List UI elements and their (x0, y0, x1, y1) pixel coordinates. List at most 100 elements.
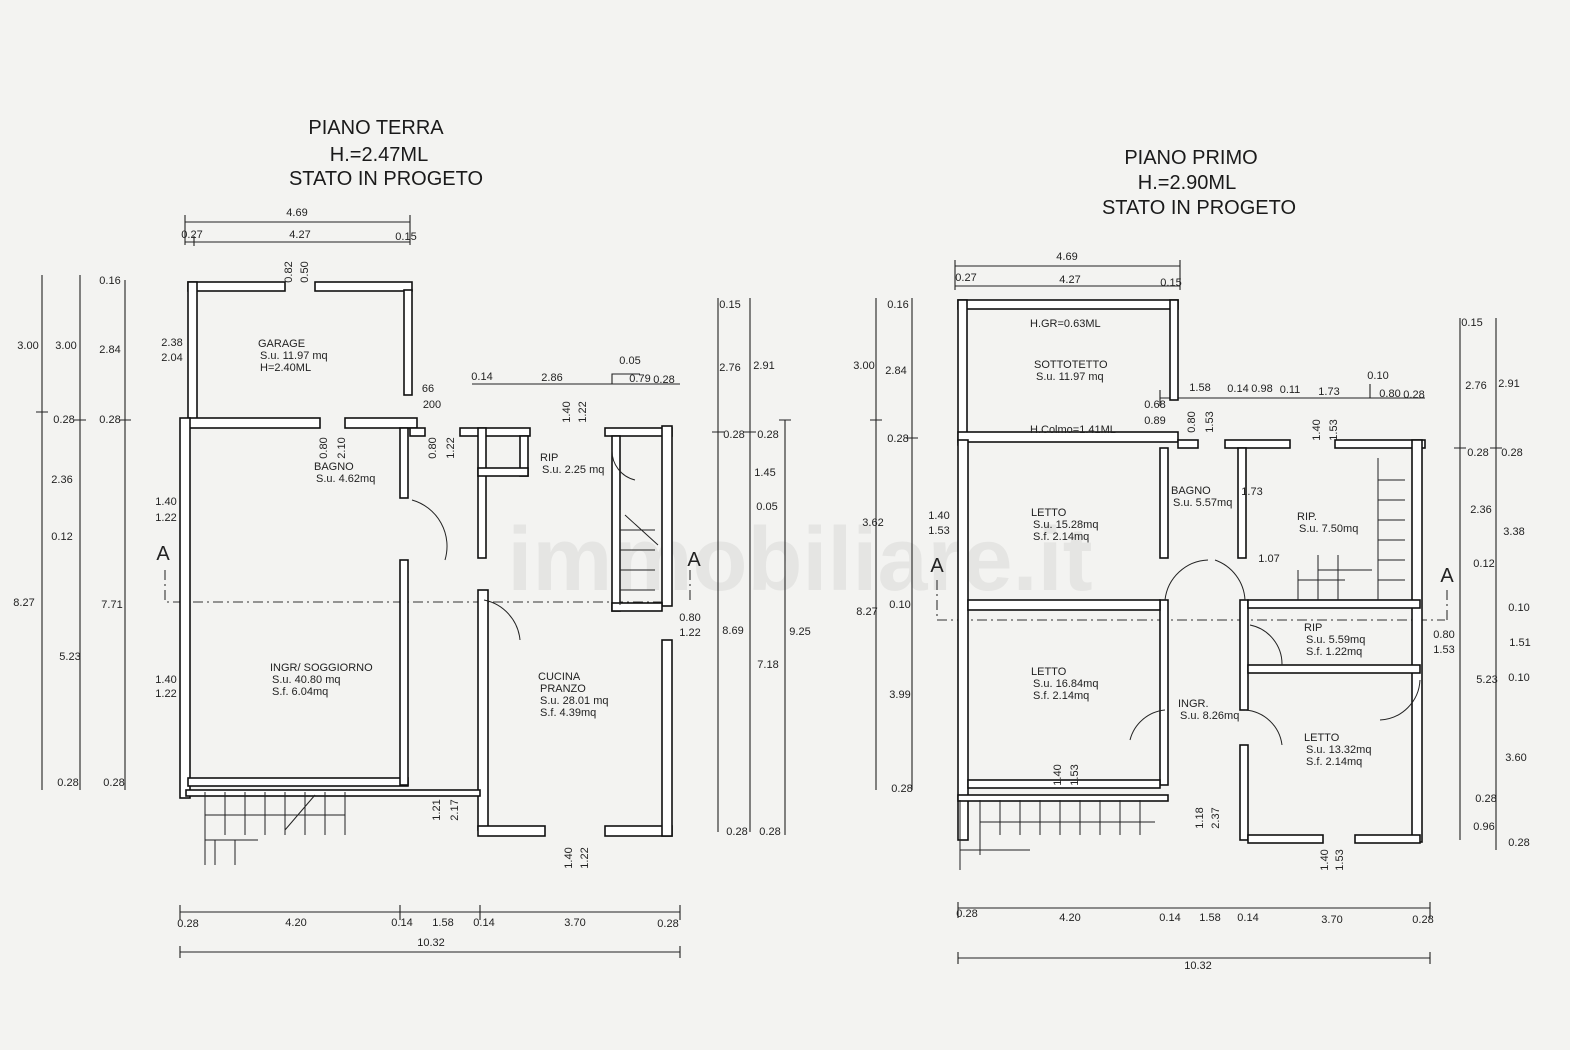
first-floor-dimension-label: 1.53 (928, 525, 949, 537)
room-detail: S.f. 2.14mq (1306, 756, 1362, 768)
wall (1239, 599, 1249, 711)
ground-floor-dimension-label: 4.69 (286, 207, 307, 219)
ground-floor-dimension-label: 0.80 (679, 612, 700, 624)
first-floor-room-rip: RIP.S.u. 7.50mq (1297, 511, 1358, 535)
room-name: GARAGE (258, 338, 305, 350)
first-floor-dimension-label: 5.23 (1476, 674, 1497, 686)
wall (344, 417, 418, 429)
room-detail: S.u. 11.97 mq (260, 350, 328, 362)
wall (459, 427, 531, 437)
ground-floor-dimension-label: 1.40 (155, 674, 176, 686)
wall (957, 299, 1179, 310)
first-floor-dimension-label: 1.40 (1052, 764, 1064, 785)
first-floor-dimension-label: 0.14 (1227, 383, 1248, 395)
first-floor-status: STATO IN PROGETO (1102, 197, 1296, 219)
wall (957, 431, 1179, 443)
first-floor-dimension-label: 0.15 (1160, 277, 1181, 289)
wall (399, 427, 409, 499)
ground-floor-dimension-label: 0.28 (723, 429, 744, 441)
ground-floor-dimension-label: 4.20 (285, 917, 306, 929)
first-floor-dimension-label: 3.60 (1505, 752, 1526, 764)
wall (399, 559, 409, 786)
wall (477, 427, 487, 559)
first-floor-dimension-label: 1.07 (1258, 553, 1279, 565)
room-detail: S.f. 2.14mq (1033, 690, 1089, 702)
first-floor-dimension-label: 1.58 (1189, 382, 1210, 394)
wall (661, 639, 673, 837)
wall (477, 825, 546, 837)
ground-floor-dimension-label: 0.79 (629, 373, 650, 385)
wall (1177, 439, 1199, 449)
first-floor-dimension-label: 10.32 (1184, 960, 1212, 972)
ground-floor-dimension-label: 0.28 (53, 414, 74, 426)
room-name: INGR/ SOGGIORNO (270, 662, 373, 674)
sottotetto-min-height: H.GR=0.63ML (1030, 318, 1101, 330)
wall (967, 599, 1161, 611)
first-floor-dimension-label: 3.62 (862, 517, 883, 529)
room-detail: S.u. 4.62mq (316, 473, 375, 485)
first-floor-dimension-label: 1.53 (1334, 849, 1346, 870)
ground-floor-dimension-label: 1.40 (561, 401, 573, 422)
first-floor-dimension-label: 0.28 (1475, 793, 1496, 805)
first-floor-dimension-label: 0.14 (1159, 912, 1180, 924)
first-floor-dimension-label: 2.84 (885, 365, 906, 377)
first-floor-dimension-label: 4.27 (1059, 274, 1080, 286)
wall (1159, 447, 1169, 559)
first-floor-dimension-label: 0.10 (889, 599, 910, 611)
wall (179, 417, 191, 799)
section-marker-a: A (687, 549, 701, 571)
wall (1247, 599, 1421, 609)
wall (957, 299, 968, 446)
ground-floor-dimension-label: 0.16 (99, 275, 120, 287)
ground-floor-dimension-label: 1.22 (445, 437, 457, 458)
room-name: RIP. (1297, 511, 1317, 523)
ground-floor-dimension-label: 0.14 (391, 917, 412, 929)
wall (1247, 664, 1421, 674)
ground-floor-dimension-label: 2.36 (51, 474, 72, 486)
first-floor-dimension-label: 1.73 (1241, 486, 1262, 498)
wall (403, 289, 413, 396)
wall (957, 794, 1169, 802)
wall (477, 467, 529, 477)
first-floor-dimension-label: 0.15 (1461, 317, 1482, 329)
ground-floor-dimension-label: 1.45 (754, 467, 775, 479)
room-name: BAGNO (314, 461, 354, 473)
first-floor-room-ingr: INGR.S.u. 8.26mq (1178, 698, 1239, 722)
first-floor-dimension-label: 0.80 (1379, 388, 1400, 400)
ground-floor-dimension-label: 3.70 (564, 917, 585, 929)
first-floor-dimension-label: 0.28 (956, 908, 977, 920)
ground-floor-status: STATO IN PROGETO (289, 168, 483, 190)
ground-floor-dimension-label: 0.28 (759, 826, 780, 838)
sottotetto-ridge-height: H.Colmo=1.41ML (1030, 424, 1116, 436)
ground-floor-dimension-label: 8.27 (13, 597, 34, 609)
wall (1239, 744, 1249, 841)
first-floor-dimension-label: 3.38 (1503, 526, 1524, 538)
ground-floor-dimension-label: 2.17 (449, 799, 461, 820)
first-floor-dimension-label: 0.16 (887, 299, 908, 311)
wall (611, 602, 663, 612)
stairs (204, 458, 1405, 870)
room-name: RIP (540, 452, 558, 464)
first-floor-dimension-label: 3.00 (853, 360, 874, 372)
ground-floor-dimension-label: 0.28 (177, 918, 198, 930)
wall (967, 779, 1161, 789)
first-floor-dimension-label: 0.28 (1403, 389, 1424, 401)
section-marker-a: A (930, 555, 944, 577)
room-name: LETTO (1031, 507, 1067, 519)
first-floor-dimension-label: 1.18 (1194, 807, 1206, 828)
ground-floor-dimension-label: 0.80 (427, 437, 439, 458)
ground-floor-dimension-label: 2.04 (161, 352, 182, 364)
dimension-lines (36, 215, 1502, 964)
room-detail: S.u. 13.32mq (1306, 744, 1371, 756)
walls (179, 281, 1426, 844)
first-floor-dimension-label: 4.69 (1056, 251, 1077, 263)
wall (187, 777, 409, 787)
first-floor-dimension-label: 0.27 (955, 272, 976, 284)
